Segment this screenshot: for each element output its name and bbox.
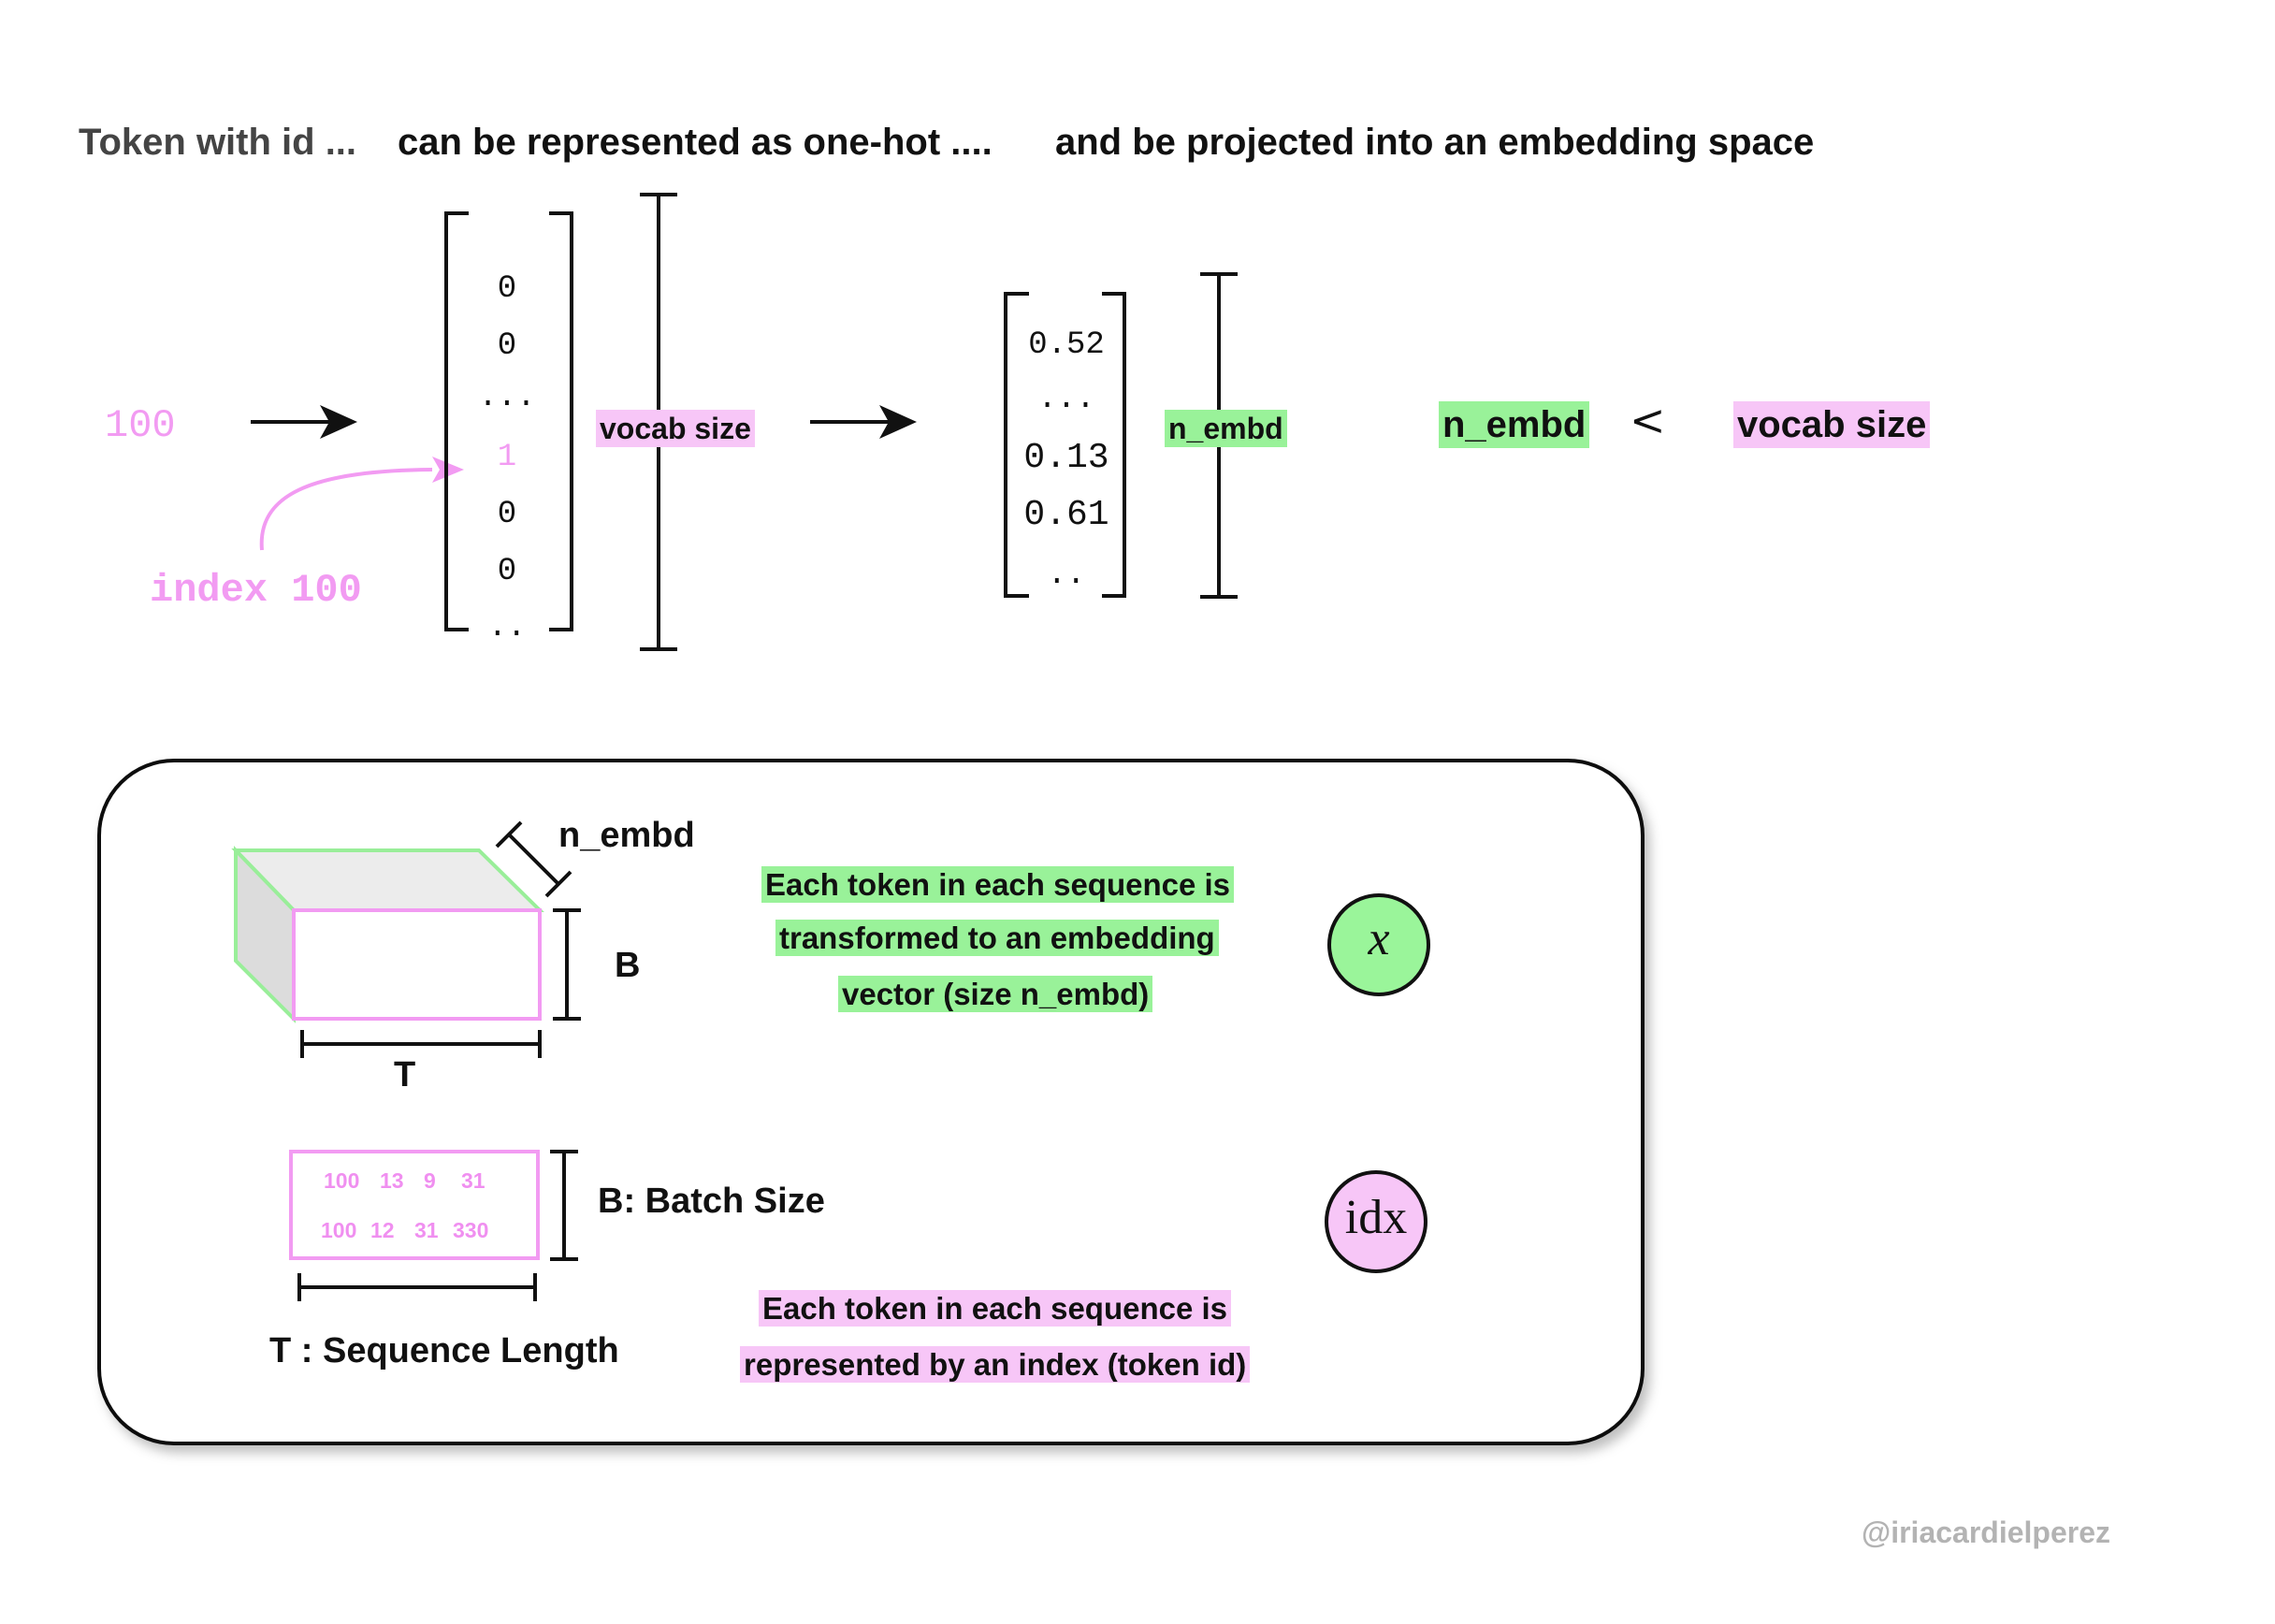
idx-matrix-box — [289, 1150, 540, 1260]
token-id: 100 — [105, 403, 176, 448]
onehot-value: 0 — [497, 497, 517, 532]
watermark: @iriacardielperez — [1862, 1515, 2110, 1549]
idx-symbol-circle — [1325, 1170, 1427, 1273]
onehot-value: ... — [478, 380, 536, 415]
onehot-value: 0 — [497, 554, 517, 589]
onehot-value: 0 — [497, 271, 517, 307]
sequence-length-label: T : Sequence Length — [269, 1331, 619, 1370]
onehot-value-hot: 1 — [497, 440, 517, 475]
embedding-tensor-box — [231, 846, 544, 1023]
idx-cell: 13 — [380, 1168, 404, 1193]
idx-cell: 330 — [453, 1218, 489, 1242]
arrow-onehot-to-embedding — [810, 405, 917, 439]
arrow-token-to-onehot — [251, 405, 357, 439]
header-onehot: can be represented as one-hot .... — [398, 122, 993, 163]
tensor-depth-dimension — [495, 820, 572, 898]
comparison-n-embd: n_embd — [1439, 401, 1590, 448]
embedding-value: .. — [1047, 558, 1086, 593]
embedding-value: 0.61 — [1023, 495, 1109, 535]
idx-cell: 100 — [324, 1168, 360, 1193]
index-label: index 100 — [150, 568, 362, 613]
idx-height-dimension — [550, 1150, 578, 1261]
idx-description-line: Each token in each sequence is — [759, 1290, 1232, 1327]
idx-cell: 12 — [370, 1218, 395, 1242]
idx-description-line: represented by an index (token id) — [740, 1346, 1251, 1383]
tensor-height-dimension — [553, 908, 581, 1021]
tensor-depth-label: n_embd — [558, 816, 695, 855]
embedding-value: 0.13 — [1023, 438, 1109, 478]
header-token: Token with id ... — [79, 122, 357, 163]
x-symbol-circle — [1327, 893, 1430, 996]
embedding-value: 0.52 — [1028, 327, 1105, 363]
vocab-size-label: vocab size — [596, 410, 755, 447]
n-embd-label: n_embd — [1165, 410, 1287, 447]
tensor-width-label: T — [394, 1055, 416, 1095]
idx-cell: 9 — [424, 1168, 436, 1193]
tensor-height-label: B — [615, 946, 641, 985]
x-description-line: transformed to an embedding — [775, 920, 1219, 956]
batch-size-label: B: Batch Size — [598, 1182, 825, 1221]
arrow-index-pointer — [259, 457, 464, 551]
comparison-operator: < — [1630, 395, 1666, 445]
embedding-vector-brackets — [1004, 292, 1126, 598]
idx-cell: 100 — [321, 1218, 357, 1242]
idx-symbol: idx — [1344, 1191, 1408, 1244]
idx-width-dimension — [297, 1273, 537, 1301]
x-description-line: Each token in each sequence is — [761, 866, 1235, 903]
x-symbol: x — [1368, 912, 1390, 965]
tensor-width-dimension — [300, 1030, 542, 1058]
x-description-line: vector (size n_embd) — [838, 976, 1153, 1012]
onehot-vector-brackets — [444, 211, 573, 631]
onehot-value: .. — [487, 610, 527, 645]
idx-cell: 31 — [461, 1168, 485, 1193]
idx-cell: 31 — [414, 1218, 439, 1242]
header-embedding: and be projected into an embedding space — [1055, 122, 1815, 163]
comparison-vocab-size: vocab size — [1733, 401, 1931, 448]
embedding-value: ... — [1037, 382, 1095, 417]
onehot-value: 0 — [497, 328, 517, 364]
